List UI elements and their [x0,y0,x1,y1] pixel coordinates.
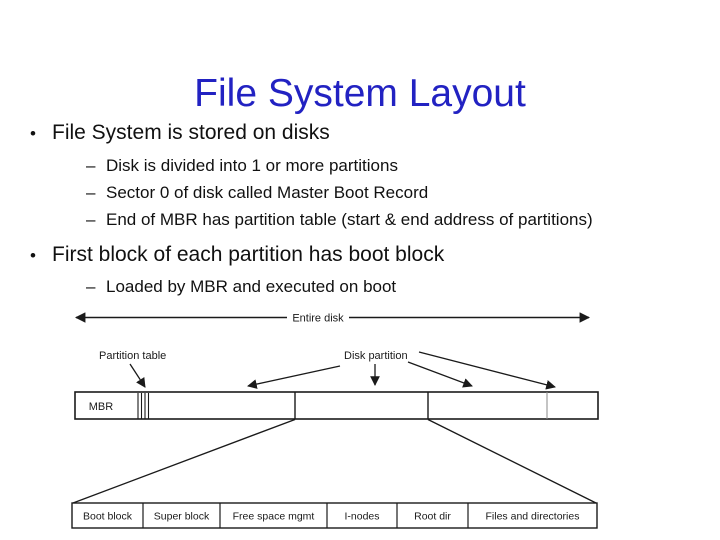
bullet-dot: • [30,246,36,265]
disk-partition-label: Disk partition [344,350,408,362]
partition-detail-dividers [142,503,469,528]
bullet-item: • First block of each partition has boot… [0,243,444,267]
disk-layout-diagram: Entire disk Partition table Disk partiti… [71,312,599,529]
slide-title: File System Layout [194,72,526,115]
cell-free-space-mgmt: Free space mgmt [233,511,315,523]
disk-bar [74,391,599,420]
dash-glyph: – [86,210,96,229]
sub-bullet-text: Sector 0 of disk called Master Boot Reco… [106,183,429,202]
dash-glyph: – [86,156,96,175]
bullet-text: First block of each partition has boot b… [52,243,445,266]
expansion-line-left [72,418,296,504]
expansion-line-right [427,418,597,504]
sub-bullet-item: – Loaded by MBR and executed on boot [0,277,396,297]
partition-detail-bar [71,502,598,529]
bullet-item: • File System is stored on disks [0,121,330,145]
entire-disk-label: Entire disk [292,313,344,325]
disk-partition-arrow-1 [247,365,341,389]
disk-partition-arrow-4 [418,351,556,390]
disk-partition-arrow-3 [407,361,473,388]
dash-glyph: – [86,277,96,296]
cell-files-and-directories: Files and directories [486,511,580,523]
cell-boot-block: Boot block [83,511,133,523]
sub-bullet-text: Loaded by MBR and executed on boot [106,277,397,296]
partition-table-label: Partition table [99,350,166,362]
partition-table-hatch [137,393,150,419]
bullet-dot: • [30,124,36,143]
partition-table-arrow [129,363,146,388]
bullet-text: File System is stored on disks [52,121,330,144]
cell-i-nodes: I-nodes [344,511,379,523]
sub-bullet-item: – Sector 0 of disk called Master Boot Re… [0,183,428,203]
sub-bullet-item: – End of MBR has partition table (start … [0,210,593,230]
sub-bullet-text: End of MBR has partition table (start & … [106,210,593,229]
mbr-label: MBR [89,401,114,413]
dash-glyph: – [86,183,96,202]
sub-bullet-text: Disk is divided into 1 or more partition… [106,156,398,175]
cell-super-block: Super block [154,511,210,523]
cell-root-dir: Root dir [414,511,451,523]
sub-bullet-item: – Disk is divided into 1 or more partiti… [0,156,398,176]
